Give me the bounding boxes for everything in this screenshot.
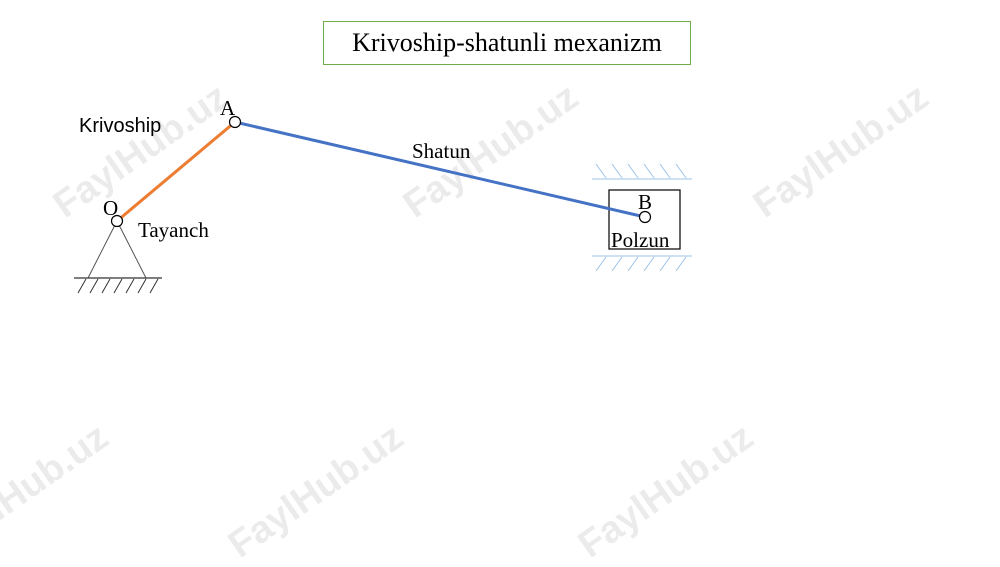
label-support: Tayanch [138, 218, 209, 242]
slider-guide-top [592, 163, 692, 180]
label-point-B: B [638, 190, 653, 214]
joint-A [228, 115, 242, 129]
label-point-A: A [220, 96, 236, 120]
crank-link [116, 120, 236, 223]
joint-B [638, 210, 652, 224]
support-base [74, 220, 162, 294]
label-connecting-rod: Shatun [412, 139, 471, 163]
label-crank: Krivoship [79, 115, 162, 137]
joint-O [110, 214, 124, 228]
slide-title: Krivoship-shatunli mexanizm [323, 21, 691, 65]
label-point-O: O [103, 196, 119, 220]
label-slider: Polzun [611, 228, 670, 252]
slider-block [608, 189, 681, 250]
slider-guide-bottom [592, 255, 692, 272]
connecting-rod-link [234, 120, 646, 219]
